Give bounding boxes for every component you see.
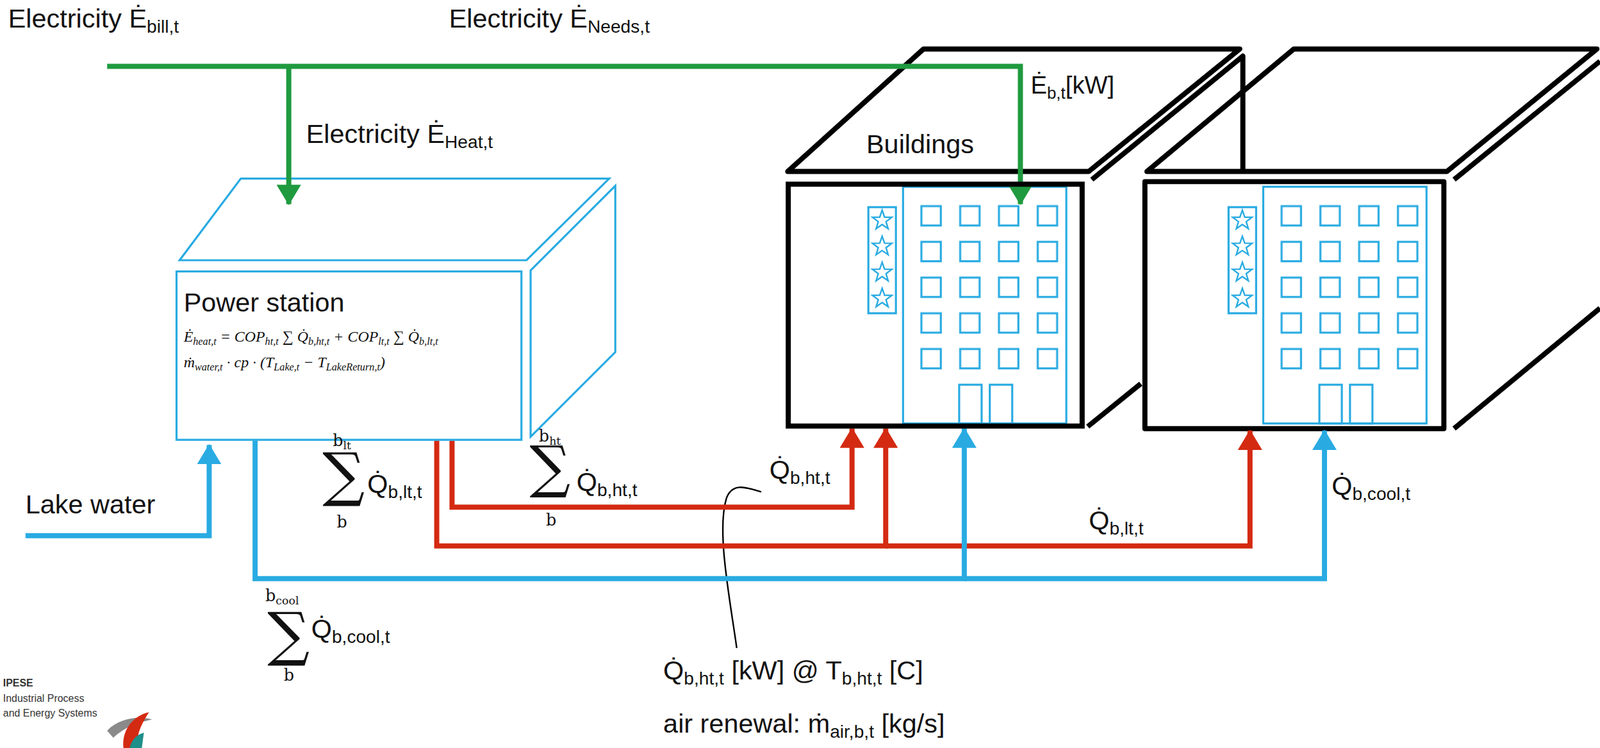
building-label: Buildings	[866, 128, 974, 161]
low-temp-branch	[885, 430, 1251, 546]
label: Electricity Ėbill,t	[8, 3, 179, 35]
building-facade	[868, 186, 1074, 423]
building-facade	[1228, 186, 1434, 423]
leader-line	[722, 486, 762, 648]
formula: ṁwater,t · cp · (TLake,t − TLakeReturn,t…	[183, 353, 515, 372]
sum-symbol: b	[544, 511, 559, 528]
logo-mark	[107, 711, 152, 748]
formula: Ėheat,t = COPht,t ∑ Q̇b,ht,t + COPlt,t ∑…	[183, 328, 515, 347]
sum-symbol: b	[283, 667, 295, 684]
sum-symbol: ∑	[529, 438, 571, 496]
sum-symbol: b	[337, 513, 348, 530]
label: Electricity ĖNeeds,t	[449, 3, 650, 35]
building-box: Buildings	[785, 181, 1085, 429]
label: Electricity ĖHeat,t	[306, 119, 493, 150]
label: Lake water	[25, 489, 156, 521]
label: Q̇b,ht,t	[574, 467, 640, 498]
lake-water-line	[25, 444, 210, 536]
label: Q̇b,ht,t [kW] @ Tb,ht,t [C]	[663, 656, 924, 687]
label: Ėb,t[kW]	[1030, 71, 1115, 100]
label: Q̇b,cool,t	[311, 613, 391, 645]
power-station-box: Power stationĖheat,t = COPht,t ∑ Q̇b,ht,…	[175, 270, 523, 441]
label: and Energy Systems	[3, 706, 98, 719]
label: IPESE	[3, 677, 34, 689]
sum-symbol: ∑	[322, 444, 365, 504]
label: Industrial Process	[3, 692, 85, 705]
heat-connector	[437, 428, 887, 546]
building-faces	[787, 48, 1600, 429]
edge-label: Q̇b,ht,t	[767, 454, 833, 486]
heat-connector	[255, 428, 965, 579]
label: air renewal: ṁair,b,t [kg/s]	[663, 709, 945, 741]
station-title: Power station	[183, 286, 515, 318]
sum-symbol: ∑	[267, 604, 310, 664]
label: Q̇b,cool,t	[1331, 471, 1411, 503]
label: Q̇b,lt,t	[365, 469, 425, 500]
label: Q̇b,lt,t	[1086, 506, 1146, 537]
power-station-faces	[179, 178, 616, 438]
sum-symbol: bcool	[263, 587, 302, 604]
cooling-branch	[964, 430, 1325, 579]
